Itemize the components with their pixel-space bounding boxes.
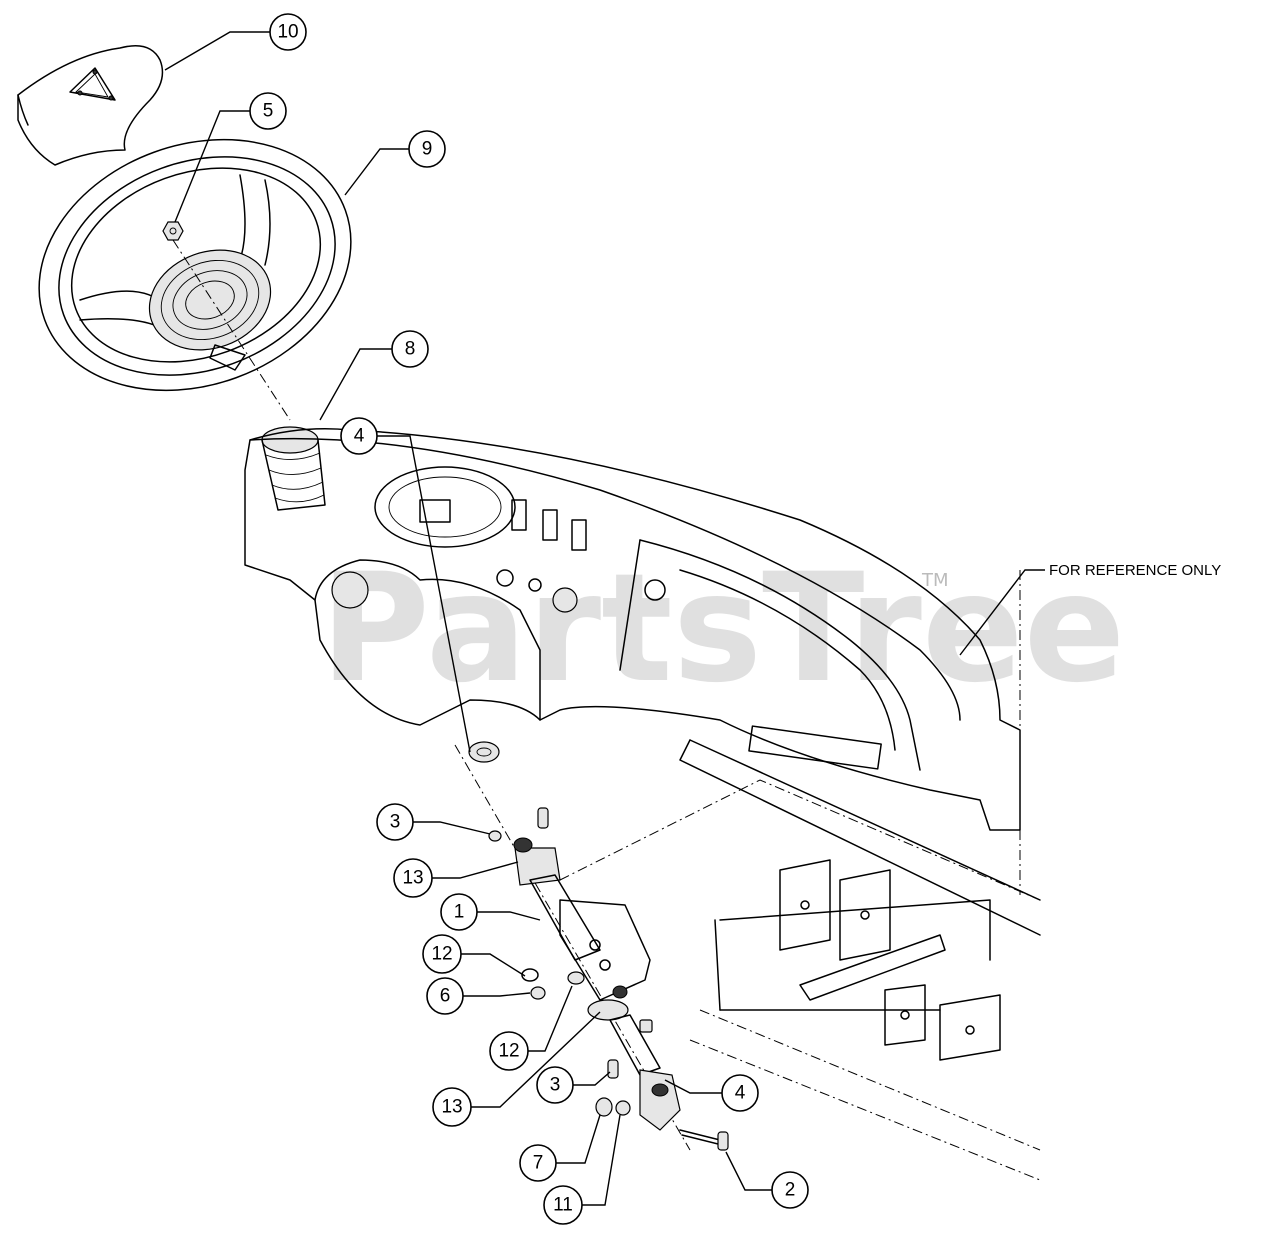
- steering-wheel: [38, 138, 352, 392]
- callout-2: 2: [771, 1171, 809, 1209]
- callout-label: 13: [402, 868, 423, 889]
- callout-label: 2: [785, 1180, 796, 1201]
- watermark: PartsTree TM: [320, 542, 1125, 716]
- callout-12-lower: 12: [489, 1031, 529, 1071]
- callout-label: 8: [405, 339, 416, 360]
- callout-6: 6: [426, 977, 464, 1015]
- steering-column-parts: [454, 741, 729, 1151]
- callout-7: 7: [519, 1144, 557, 1182]
- callout-1: 1: [440, 893, 478, 931]
- steering-nut: [162, 221, 184, 241]
- steering-wheel-cap: [17, 45, 164, 166]
- watermark-trademark: TM: [921, 570, 949, 591]
- callout-3-lower: 3: [536, 1066, 574, 1104]
- callout-label: 10: [277, 22, 298, 43]
- callout-12-upper: 12: [422, 934, 462, 974]
- watermark-text: PartsTree: [320, 542, 1125, 716]
- callout-label: 12: [498, 1041, 519, 1062]
- callout-label: 5: [263, 101, 274, 122]
- frame-structure: [559, 570, 1041, 1181]
- callout-label: 4: [735, 1083, 746, 1104]
- callout-label: 12: [431, 944, 452, 965]
- centerline-lower: [454, 744, 691, 1151]
- callout-10: 10: [269, 13, 307, 51]
- callout-11: 11: [543, 1185, 583, 1225]
- callout-label: 6: [440, 986, 451, 1007]
- callout-label: 11: [553, 1195, 573, 1216]
- callout-label: 1: [454, 902, 465, 923]
- callout-8: 8: [391, 330, 429, 368]
- callout-13-upper: 13: [393, 858, 433, 898]
- callout-4-upper: 4: [340, 417, 378, 455]
- callout-label: 7: [533, 1153, 544, 1174]
- callout-label: 3: [550, 1075, 561, 1096]
- callout-3-upper: 3: [376, 803, 414, 841]
- callout-4-lower: 4: [721, 1074, 759, 1112]
- dashboard-panel: [244, 428, 1021, 831]
- leader-lines: [164, 31, 1045, 1206]
- callout-label: 13: [441, 1097, 462, 1118]
- callout-label: 3: [390, 812, 401, 833]
- reference-note: FOR REFERENCE ONLY: [1049, 562, 1221, 579]
- callout-9: 9: [408, 130, 446, 168]
- callout-5: 5: [249, 92, 287, 130]
- callout-13-lower: 13: [432, 1087, 472, 1127]
- callout-label: 9: [422, 139, 433, 160]
- steering-column-boot: [261, 426, 326, 511]
- callout-label: 4: [354, 426, 365, 447]
- centerline-upper: [172, 239, 291, 421]
